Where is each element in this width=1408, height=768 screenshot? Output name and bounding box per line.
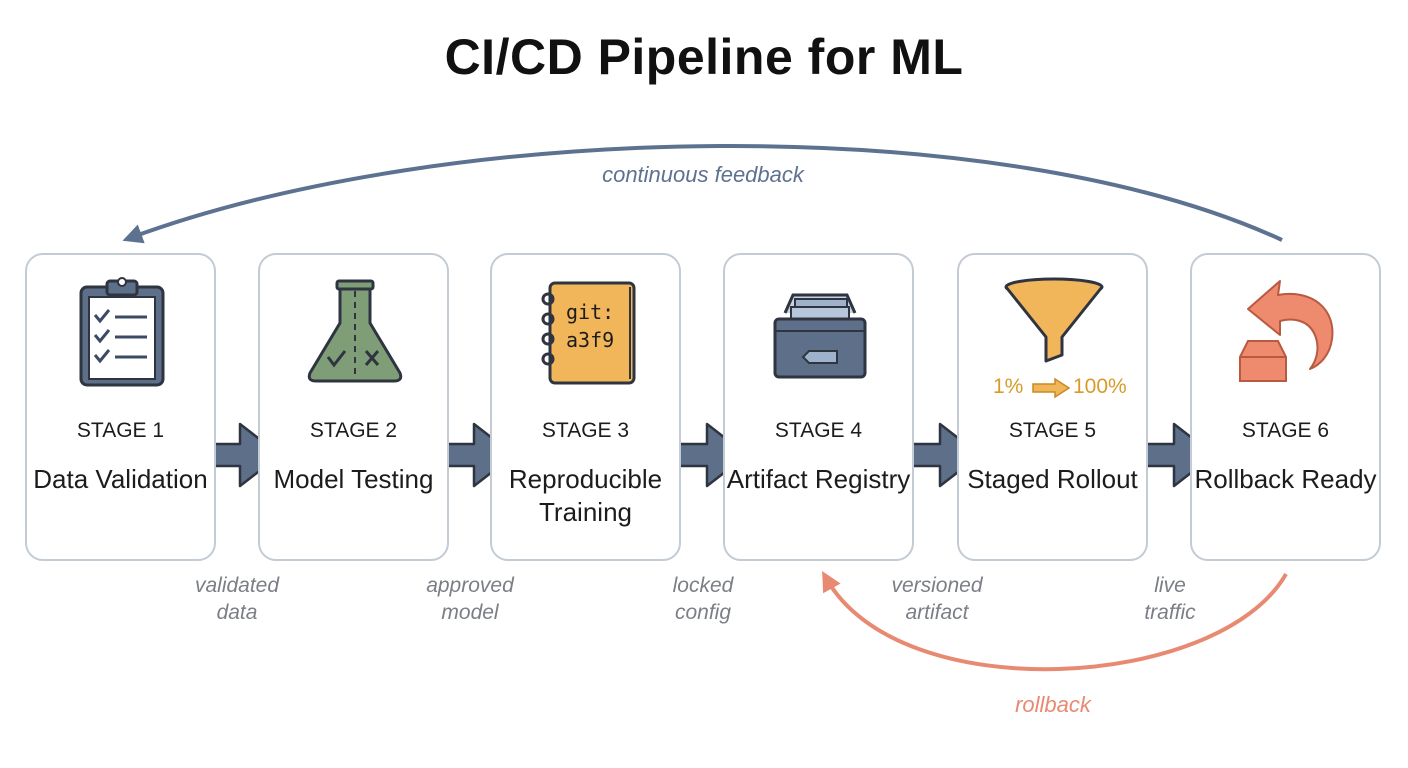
edge-label-line: validated: [194, 574, 280, 597]
clipboard-checklist-icon: [79, 277, 165, 387]
continuous-feedback-label: continuous feedback: [602, 162, 804, 187]
stage-name: Staged Rollout: [967, 464, 1138, 494]
continuous-feedback-arrow: [122, 143, 1283, 244]
stage-name: Reproducible Training: [508, 464, 663, 527]
undo-arrow-icon: [1239, 280, 1334, 382]
edge-label-line: versioned: [891, 574, 983, 597]
edge-label-3: locked config: [633, 572, 773, 626]
edge-label-line: approved: [426, 574, 514, 597]
rollout-end-percent: 100%: [1073, 375, 1127, 398]
file-drawer-icon: [773, 293, 867, 379]
stage-number: STAGE 4: [774, 419, 863, 442]
edge-label-line: data: [216, 601, 258, 624]
edge-label-1: validated data: [167, 572, 307, 626]
stage-number: STAGE 2: [309, 419, 398, 442]
stage-5-card: 1% 100% STAGE 5 Staged Rollout: [957, 253, 1148, 561]
stage-name: Data Validation: [33, 464, 208, 494]
stage-number: STAGE 1: [76, 419, 165, 442]
stage-number: STAGE 5: [1008, 419, 1097, 442]
edge-label-line: model: [441, 601, 499, 624]
stage-2-card: STAGE 2 Model Testing: [258, 253, 449, 561]
edge-label-line: artifact: [905, 601, 969, 624]
edge-label-5: live traffic: [1100, 572, 1240, 626]
stage-number: STAGE 3: [541, 419, 630, 442]
edge-label-line: traffic: [1144, 601, 1196, 624]
arrow-right-icon: [1032, 377, 1071, 399]
page-title: CI/CD Pipeline for ML: [444, 29, 964, 85]
commit-label: git:: [566, 300, 614, 324]
stage-name: Artifact Registry: [726, 464, 911, 494]
stage-6-card: STAGE 6 Rollback Ready: [1190, 253, 1381, 561]
stage-name: Model Testing: [273, 464, 434, 494]
stage-number: STAGE 6: [1241, 419, 1330, 442]
stage-4-card: STAGE 4 Artifact Registry: [723, 253, 914, 561]
rollout-start-percent: 1%: [993, 375, 1024, 398]
notebook-icon: git: a3f9: [541, 281, 636, 385]
rollout-percent-row: 1% 100%: [959, 373, 1146, 403]
edge-label-line: config: [674, 601, 732, 624]
stage-3-card: git: a3f9 STAGE 3 Reproducible Training: [490, 253, 681, 561]
stage-name: Rollback Ready: [1194, 464, 1377, 494]
edge-label-2: approved model: [400, 572, 540, 626]
flask-icon: [307, 279, 403, 383]
edge-label-line: locked: [672, 574, 734, 597]
rollback-label: rollback: [1015, 692, 1091, 717]
commit-hash: a3f9: [566, 328, 614, 352]
stage-1-card: STAGE 1 Data Validation: [25, 253, 216, 561]
edge-label-4: versioned artifact: [867, 572, 1007, 626]
funnel-icon: [1004, 277, 1104, 363]
rollback-arrow: [822, 571, 1288, 672]
edge-label-line: live: [1154, 574, 1186, 597]
